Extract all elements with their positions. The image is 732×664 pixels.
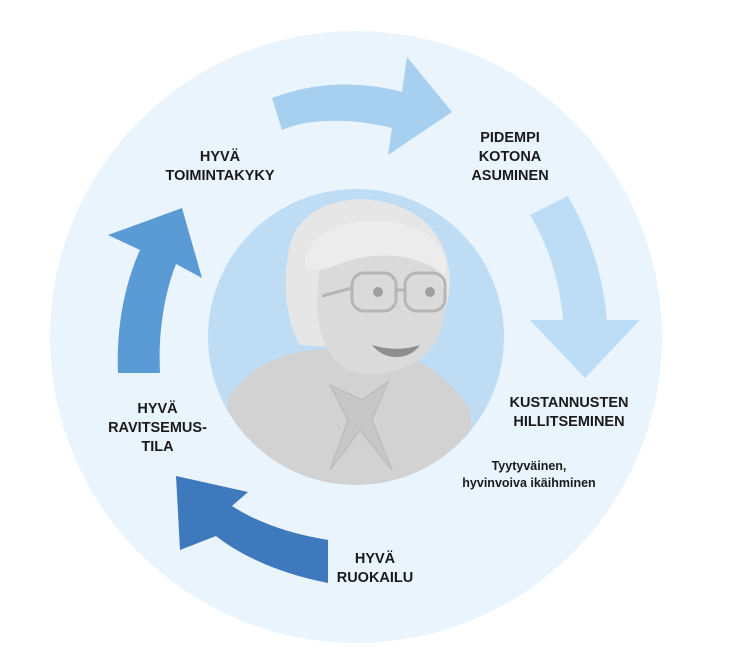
label-hyva-toimintakyky: HYVÄ TOIMINTAKYKY (140, 148, 300, 186)
label-line: HYVÄ (199, 149, 241, 165)
label-line: hyvinvoiva ikäihminen (462, 476, 596, 490)
label-line: RUOKAILU (336, 570, 414, 586)
label-line: RAVITSEMUS- (108, 420, 207, 436)
label-line: TILA (141, 439, 174, 455)
arrow-left (108, 208, 202, 373)
label-line: HYVÄ (354, 551, 396, 567)
label-line: KUSTANNUSTEN (509, 395, 629, 411)
label-hyva-ruokailu: HYVÄ RUOKAILU (330, 550, 420, 588)
arrow-right (530, 196, 640, 378)
label-line: ASUMINEN (471, 168, 549, 184)
label-hyva-ravitsemustila: HYVÄ RAVITSEMUS- TILA (95, 400, 220, 457)
arrow-bottom (176, 476, 328, 583)
label-line: Tyytyväinen, (491, 459, 567, 473)
label-line: HILLITSEMINEN (513, 414, 625, 430)
label-line: TOIMINTAKYKY (165, 168, 275, 184)
label-kustannusten-hillitseminen: KUSTANNUSTEN HILLITSEMINEN (494, 394, 644, 432)
label-line: KOTONA (478, 149, 542, 165)
label-tyytyvainen-ikaihminen: Tyytyväinen, hyvinvoiva ikäihminen (444, 458, 614, 492)
elderly-woman-illustration-icon (208, 189, 504, 485)
label-pidempi-kotona-asuminen: PIDEMPI KOTONA ASUMINEN (450, 129, 570, 186)
label-line: HYVÄ (137, 401, 178, 417)
arrow-top (272, 57, 452, 155)
label-line: PIDEMPI (480, 130, 540, 146)
